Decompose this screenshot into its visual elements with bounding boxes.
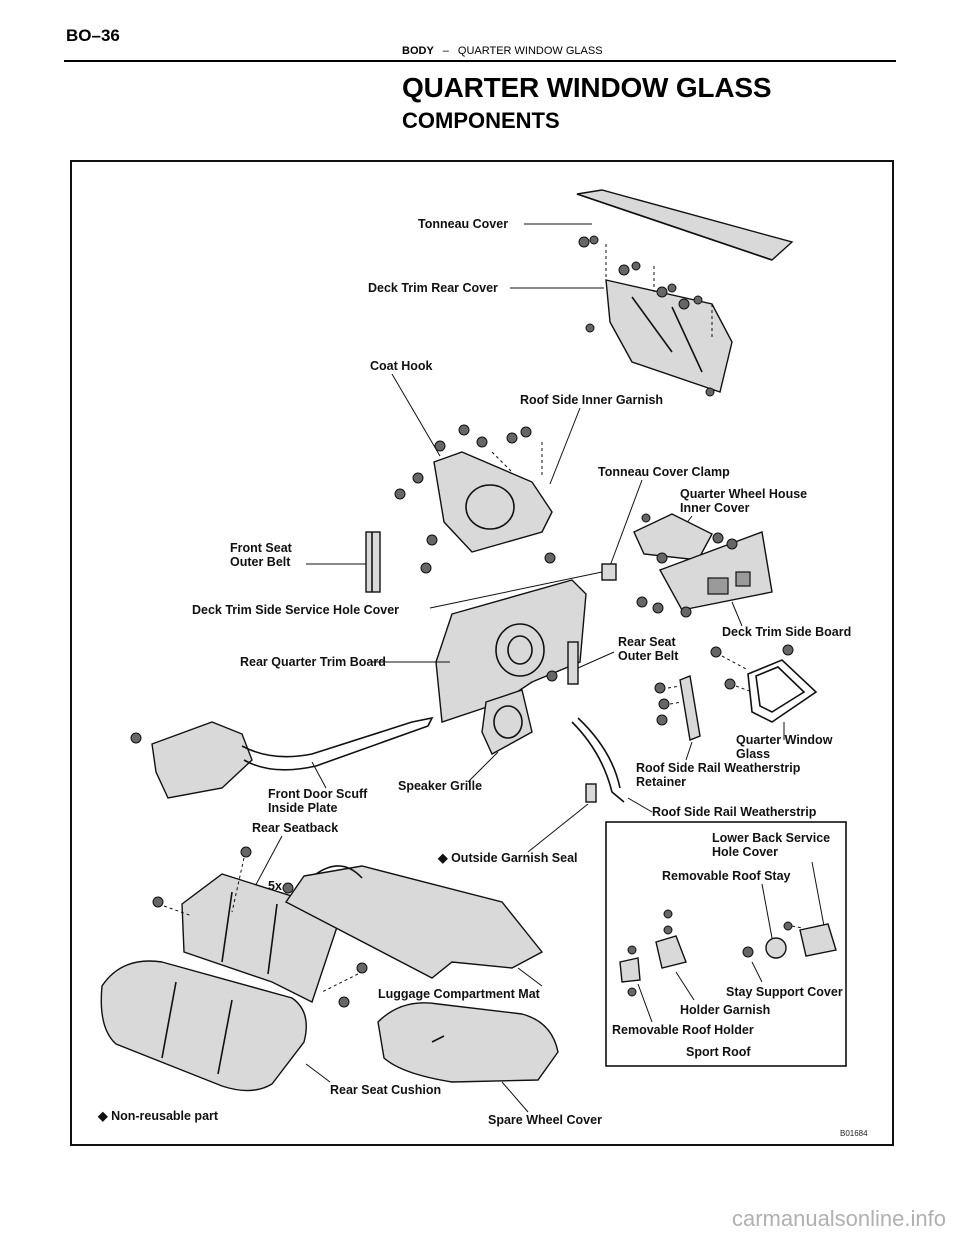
page-title: QUARTER WINDOW GLASS xyxy=(402,72,772,103)
lower-back-service-hole-cover-drawing xyxy=(799,923,837,957)
label-front-seat-outer-belt-1: Front Seat xyxy=(230,541,293,555)
page-id: BO–36 xyxy=(66,26,120,45)
running-head-separator: – xyxy=(442,45,449,57)
label-front-door-scuff-1: Front Door Scuff xyxy=(268,787,368,801)
speaker-grille-drawing xyxy=(481,689,533,755)
label-lower-back-service-2: Hole Cover xyxy=(712,845,778,859)
label-quarter-wheel-house-2: Inner Cover xyxy=(680,501,750,515)
page-subtitle: COMPONENTS xyxy=(402,108,560,133)
label-deck-trim-side-board: Deck Trim Side Board xyxy=(722,625,851,639)
roof-side-rail-weatherstrip-drawing xyxy=(571,717,625,803)
label-weatherstrip-retainer-1: Roof Side Rail Weatherstrip xyxy=(636,761,801,775)
label-luggage-compartment-mat: Luggage Compartment Mat xyxy=(378,987,541,1001)
label-stay-support-cover: Stay Support Cover xyxy=(726,985,843,999)
rear-seat-outer-belt-drawing xyxy=(567,641,579,685)
components-figure: Tonneau Cover Deck Trim Rear Cover Coat … xyxy=(70,160,894,1146)
figure-code: B01684 xyxy=(840,1129,868,1138)
label-rear-seat-outer-belt-1: Rear Seat xyxy=(618,635,677,649)
label-spare-wheel-cover: Spare Wheel Cover xyxy=(488,1113,602,1127)
removable-roof-holder-drawing xyxy=(619,909,687,997)
label-weatherstrip-retainer-2: Retainer xyxy=(636,775,686,789)
roof-side-inner-garnish-drawing xyxy=(433,451,553,553)
clips-side-board xyxy=(544,513,738,618)
label-rear-seat-cushion: Rear Seat Cushion xyxy=(330,1083,441,1097)
watermark: carmanualsonline.info xyxy=(731,1206,946,1231)
label-tonneau-cover-clamp: Tonneau Cover Clamp xyxy=(598,465,730,479)
label-removable-roof-holder: Removable Roof Holder xyxy=(612,1023,754,1037)
label-front-door-scuff-2: Inside Plate xyxy=(268,801,338,815)
label-rear-seat-outer-belt-2: Outer Belt xyxy=(618,649,679,663)
sport-roof-inset: Lower Back Service Hole Cover Removable … xyxy=(605,821,847,1067)
front-seat-outer-belt-drawing xyxy=(365,531,381,593)
weatherstrip-retainer-drawing xyxy=(654,675,701,741)
tonneau-cover-clamp-drawing xyxy=(601,563,617,581)
quarter-window-glass-drawing xyxy=(747,659,818,723)
label-tonneau-cover: Tonneau Cover xyxy=(418,217,508,231)
label-sport-roof: Sport Roof xyxy=(686,1045,751,1059)
label-coat-hook: Coat Hook xyxy=(370,359,433,373)
label-quarter-window-glass-1: Quarter Window xyxy=(736,733,833,747)
label-deck-trim-rear-cover: Deck Trim Rear Cover xyxy=(368,281,498,295)
tonneau-cover-drawing xyxy=(576,189,794,261)
exploded-view-diagram: Tonneau Cover Deck Trim Rear Cover Coat … xyxy=(97,189,868,1138)
rear-quarter-trim-board-drawing xyxy=(435,579,587,723)
label-five-x: 5x xyxy=(268,879,282,893)
header-rule xyxy=(64,60,896,62)
quarter-wheel-house-inner-cover-drawing xyxy=(633,513,713,561)
clips-top xyxy=(578,235,715,397)
label-rear-seatback: Rear Seatback xyxy=(252,821,338,835)
label-non-reusable-part: ◆ Non-reusable part xyxy=(97,1109,219,1123)
front-door-scuff-plate-drawing xyxy=(130,716,434,799)
label-rear-quarter-trim-board: Rear Quarter Trim Board xyxy=(240,655,386,669)
clips-window xyxy=(710,644,794,693)
running-head-title: QUARTER WINDOW GLASS xyxy=(457,45,603,57)
label-lower-back-service-1: Lower Back Service xyxy=(712,831,830,845)
spare-wheel-cover-drawing xyxy=(377,1002,559,1083)
running-head-section: BODY xyxy=(402,45,434,57)
label-removable-roof-stay: Removable Roof Stay xyxy=(662,869,791,883)
clips-garnish xyxy=(394,424,543,574)
label-quarter-window-glass-2: Glass xyxy=(736,747,770,761)
label-holder-garnish: Holder Garnish xyxy=(680,1003,770,1017)
label-deck-trim-side-service-hole-cover: Deck Trim Side Service Hole Cover xyxy=(192,603,399,617)
running-head: BODY–QUARTER WINDOW GLASS xyxy=(402,45,603,57)
clips-seatback xyxy=(152,846,368,1008)
label-quarter-wheel-house-1: Quarter Wheel House xyxy=(680,487,807,501)
label-roof-side-inner-garnish: Roof Side Inner Garnish xyxy=(520,393,663,407)
deck-trim-rear-cover-drawing xyxy=(605,279,733,393)
removable-roof-stay-drawing xyxy=(742,921,803,959)
label-roof-side-rail-weatherstrip: Roof Side Rail Weatherstrip xyxy=(652,805,817,819)
outside-garnish-seal-drawing xyxy=(585,783,597,803)
label-speaker-grille: Speaker Grille xyxy=(398,779,482,793)
label-outside-garnish-seal: ◆ Outside Garnish Seal xyxy=(437,851,578,865)
rear-seat-cushion-drawing xyxy=(100,960,307,1092)
luggage-compartment-mat-drawing xyxy=(284,865,544,979)
label-front-seat-outer-belt-2: Outer Belt xyxy=(230,555,291,569)
